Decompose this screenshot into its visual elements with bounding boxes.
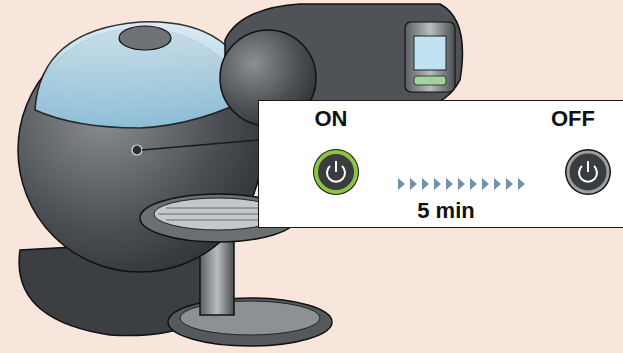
- power-icon: [335, 161, 337, 172]
- callout-label: ON: [315, 107, 348, 131]
- power-icon: [579, 166, 597, 182]
- panel-buttons: [414, 76, 446, 85]
- on-button-symbol: [313, 149, 359, 195]
- tank-lid: [119, 26, 171, 50]
- bottom-tray: [168, 298, 332, 346]
- progress-chevrons: [398, 178, 525, 190]
- callout-box: ON OFF 5 min: [258, 100, 623, 228]
- callout-label: 5 min: [417, 199, 474, 223]
- control-panel: [405, 22, 455, 92]
- on-button-rim: [313, 149, 359, 195]
- callout-label: OFF: [551, 107, 595, 131]
- off-button-rim: [565, 149, 611, 195]
- power-icon: [327, 166, 345, 182]
- on-button-ring: [316, 152, 356, 192]
- off-button-symbol: [565, 149, 611, 195]
- off-button-ring: [568, 152, 608, 192]
- power-button: [132, 145, 142, 155]
- leader-line: [142, 140, 258, 150]
- display-screen: [414, 36, 446, 70]
- power-icon: [587, 161, 589, 172]
